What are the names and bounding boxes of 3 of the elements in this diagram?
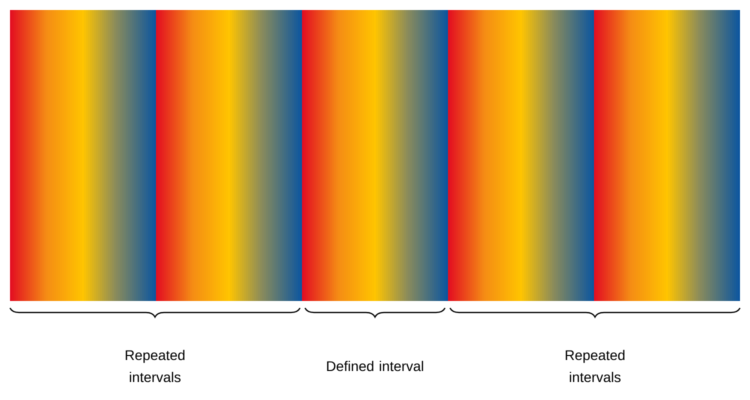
interval-label: Repeated intervals xyxy=(566,350,624,382)
interval-label: Repeated intervals xyxy=(126,350,184,382)
interval-label: Defined interval xyxy=(327,360,424,372)
